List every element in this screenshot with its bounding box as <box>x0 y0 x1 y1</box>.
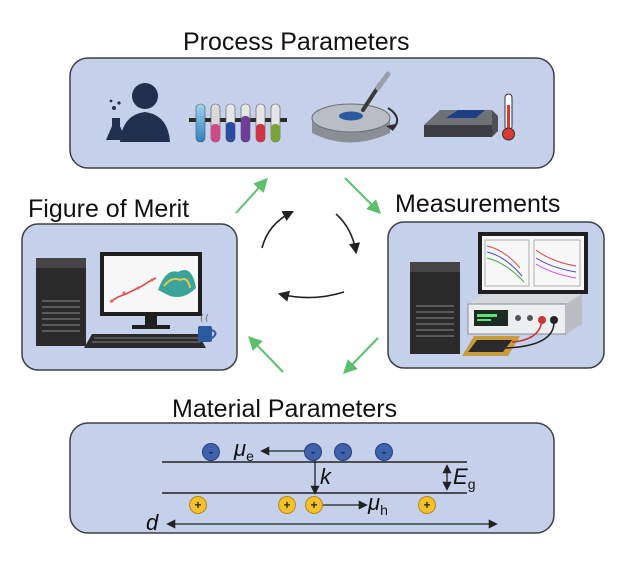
workstation-computer-icon <box>410 232 588 354</box>
electron-sign: - <box>311 444 315 459</box>
inner-arrow-left <box>277 290 345 302</box>
hole-sign: + <box>194 498 201 512</box>
holes <box>189 496 436 514</box>
electron <box>375 443 393 461</box>
electrons <box>202 443 393 461</box>
scientist-icon <box>106 83 170 142</box>
hole <box>305 496 323 514</box>
arrow-material-to-figure <box>248 335 284 373</box>
coffee-mug-icon <box>198 313 217 342</box>
inner-cycle-arrows <box>261 210 361 302</box>
hole <box>418 496 436 514</box>
process-parameters-title: Process Parameters <box>183 28 410 56</box>
hole-sign: + <box>423 498 430 512</box>
green-cycle-arrows <box>235 177 381 375</box>
material-parameters-title: Material Parameters <box>172 395 398 423</box>
hole-sign: + <box>283 498 290 512</box>
arrow-process-to-measurements <box>344 177 381 214</box>
k-label: k <box>320 464 331 490</box>
electron <box>202 443 220 461</box>
measurements-title: Measurements <box>395 190 561 218</box>
eg-symbol: E <box>453 464 468 489</box>
electron <box>334 443 352 461</box>
hole <box>278 496 296 514</box>
device-sample-icon <box>462 319 555 356</box>
hole <box>189 496 207 514</box>
mu-e-symbol: μ <box>234 436 247 461</box>
electron-sign: - <box>341 444 345 459</box>
process-parameters-panel <box>69 57 555 169</box>
inner-arrow-up <box>261 210 295 249</box>
mu-h-subscript: h <box>380 502 388 518</box>
electron <box>304 443 322 461</box>
arrow-figure-to-process <box>235 177 268 214</box>
band-gap-label: Eg <box>453 464 475 492</box>
mu-e-subscript: e <box>246 448 254 464</box>
thickness-label: d <box>146 510 158 536</box>
figure-of-merit-title: Figure of Merit <box>28 195 190 223</box>
arrow-measurements-to-material <box>343 337 379 375</box>
k-symbol: k <box>320 464 331 489</box>
material-parameters-panel <box>69 422 555 534</box>
electron-sign: - <box>209 444 213 459</box>
source-meter-icon <box>467 294 582 335</box>
mu-h-symbol: μ <box>368 490 381 515</box>
band-diagram: - - - - + + + + <box>162 443 498 529</box>
desktop-computer-icon <box>36 252 206 348</box>
inner-arrow-right <box>335 213 361 255</box>
electron-sign: - <box>382 444 386 459</box>
d-symbol: d <box>146 510 159 535</box>
hole-sign: + <box>310 498 317 512</box>
test-tube-rack-icon <box>189 103 287 143</box>
eg-subscript: g <box>467 476 476 492</box>
hot-plate-thermometer-icon <box>424 93 515 141</box>
mu-h-label: μh <box>368 490 388 518</box>
mu-e-label: μe <box>234 436 254 464</box>
spin-coater-icon <box>311 71 399 143</box>
